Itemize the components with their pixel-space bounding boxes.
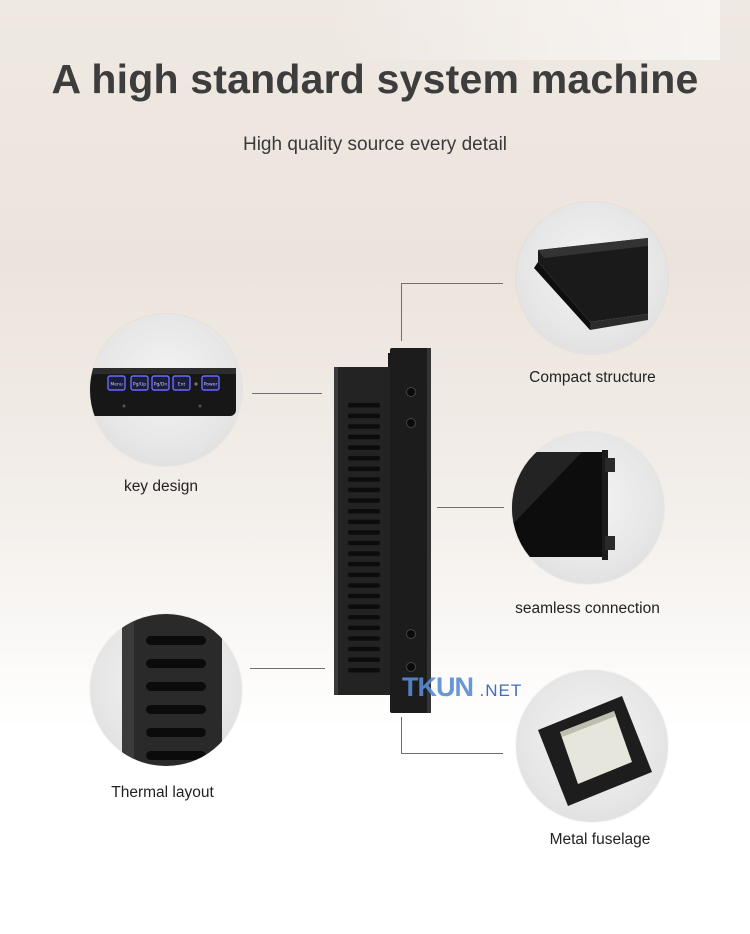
connector-metal-v: [401, 717, 402, 754]
connector-key-design: [252, 393, 322, 394]
compact-structure-image: [516, 202, 668, 354]
vent-slot: [348, 456, 380, 461]
vent-slot: [348, 540, 380, 546]
vent-slot: [348, 551, 380, 556]
label-thermal-layout: Thermal layout: [111, 784, 214, 801]
label-metal-fuselage: Metal fuselage: [549, 831, 651, 848]
vent-slot: [348, 636, 380, 641]
connector-metal-h: [401, 753, 503, 754]
key-pgdn-button: Pg/Dn: [151, 375, 170, 391]
watermark-brand: TKUN: [402, 672, 474, 702]
watermark-suffix: .NET: [479, 681, 523, 700]
vent-slot: [348, 509, 380, 514]
label-key-design: key design: [123, 478, 199, 495]
vent-slot: [348, 403, 380, 408]
connector-compact-h: [401, 283, 503, 284]
connector-compact-v: [401, 283, 402, 341]
header-glow: [325, 0, 720, 60]
key-menu-button: Menu: [107, 375, 126, 391]
connector-seamless: [437, 507, 504, 508]
vent-slot: [348, 562, 380, 567]
page-subtitle: High quality source every detail: [242, 134, 508, 155]
vent-slot: [348, 572, 380, 578]
label-seamless-connection: seamless connection: [515, 600, 660, 617]
key-label: Pg/Up: [133, 382, 146, 388]
vent-slot: [348, 593, 380, 599]
vent-slot: [348, 487, 380, 493]
seamless-connection-image: [512, 432, 664, 584]
key-design-image: Menu Pg/Up Pg/Dn Ent Power: [90, 314, 242, 466]
vent-slot: [348, 466, 380, 472]
vent-slot: [348, 668, 380, 673]
page-title: A high standard system machine: [51, 56, 699, 102]
vent-slot: [348, 445, 380, 450]
device-side-view: [334, 348, 431, 713]
vent-slot: [348, 413, 380, 419]
vent-slot: [348, 646, 380, 652]
vent-slot: [348, 530, 380, 535]
vent-slot: [348, 625, 380, 631]
vent-slot: [348, 477, 380, 482]
key-ent-button: Ent: [172, 375, 191, 391]
connector-thermal-layout: [250, 668, 325, 669]
vent-slot: [348, 583, 380, 588]
watermark: TKUN .NET: [402, 672, 522, 703]
vent-slot: [348, 424, 380, 429]
vent-slot: [348, 498, 380, 503]
key-power-button: Power: [201, 375, 220, 391]
key-label: Menu: [110, 382, 123, 388]
key-label: Ent: [178, 382, 186, 388]
vent-slot: [348, 519, 380, 525]
vent-slot: [348, 604, 380, 609]
thermal-layout-image: [90, 614, 242, 766]
vent-slot: [348, 657, 380, 662]
key-label: Power: [204, 382, 218, 388]
vent-slot: [348, 434, 380, 440]
label-compact-structure: Compact structure: [529, 369, 656, 386]
key-label: Pg/Dn: [154, 382, 168, 388]
vent-slot: [348, 615, 380, 620]
key-pgup-button: Pg/Up: [130, 375, 149, 391]
metal-fuselage-image: [516, 670, 668, 822]
